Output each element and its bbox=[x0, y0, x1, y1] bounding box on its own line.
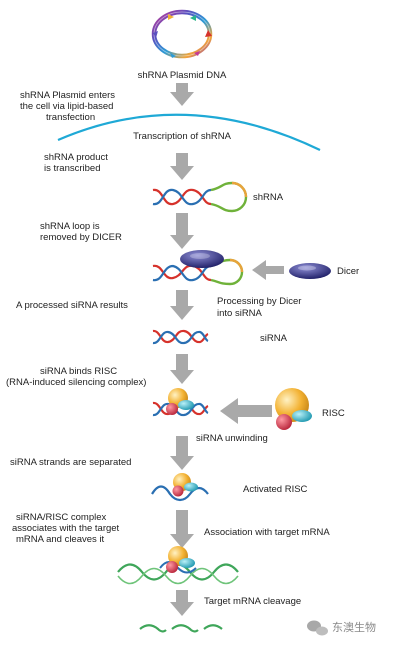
wechat-icon bbox=[307, 620, 328, 636]
plasmid-dna-icon bbox=[151, 9, 213, 59]
processing-label-2: into siRNA bbox=[217, 308, 263, 319]
flow-arrow bbox=[170, 213, 194, 249]
cell-membrane bbox=[57, 113, 321, 151]
dicer-processing-icon bbox=[152, 250, 244, 286]
note-strands-separated: siRNA strands are separated bbox=[10, 457, 131, 468]
watermark: 东澳生物 bbox=[307, 620, 376, 636]
flow-arrow bbox=[170, 83, 194, 106]
flow-arrow bbox=[170, 153, 194, 180]
risc-icon bbox=[275, 388, 312, 430]
cleaved-mrna-icon bbox=[139, 624, 223, 633]
left-notes: shRNA Plasmid enters the cell via lipid-… bbox=[6, 90, 146, 545]
note-transcription: shRNA product is transcribed bbox=[44, 152, 111, 174]
processing-label-1: Processing by Dicer bbox=[217, 296, 301, 307]
cleavage-label: Target mRNA cleavage bbox=[204, 596, 301, 607]
dicer-label: Dicer bbox=[337, 266, 359, 277]
dicer-enzyme-icon bbox=[289, 263, 331, 279]
note-plasmid-entry: shRNA Plasmid enters the cell via lipid-… bbox=[20, 90, 118, 123]
risc-arrow bbox=[220, 398, 272, 424]
side-arrows bbox=[220, 260, 284, 424]
note-binds-risc: siRNA binds RISC (RNA-induced silencing … bbox=[6, 366, 146, 388]
risc-label: RISC bbox=[322, 408, 345, 419]
shrna-hairpin-icon bbox=[152, 181, 248, 213]
target-mrna-icon bbox=[117, 546, 239, 585]
unwinding-label: siRNA unwinding bbox=[196, 433, 268, 444]
activated-risc-label: Activated RISC bbox=[243, 484, 308, 495]
flow-arrow bbox=[170, 510, 194, 548]
flow-arrow bbox=[170, 290, 194, 320]
note-loop-removed: shRNA loop is removed by DICER bbox=[40, 221, 122, 243]
shrna-label: shRNA bbox=[253, 192, 284, 203]
sirna-risc-complex-icon bbox=[152, 388, 209, 417]
activated-risc-icon bbox=[151, 473, 209, 502]
sirna-duplex-icon bbox=[152, 329, 209, 345]
note-processed-sirna: A processed siRNA results bbox=[16, 300, 128, 311]
flow-arrow bbox=[170, 590, 194, 616]
flow-arrow bbox=[170, 436, 194, 470]
watermark-text: 东澳生物 bbox=[332, 620, 376, 634]
sirna-label: siRNA bbox=[260, 333, 288, 344]
dicer-arrow bbox=[252, 260, 284, 280]
association-label: Association with target mRNA bbox=[204, 527, 330, 538]
note-cleaves-mrna: siRNA/RISC complex associates with the t… bbox=[12, 512, 122, 545]
flow-arrows bbox=[170, 83, 194, 616]
transcription-label: Transcription of shRNA bbox=[133, 131, 232, 142]
plasmid-title: shRNA Plasmid DNA bbox=[138, 70, 227, 81]
flow-arrow bbox=[170, 354, 194, 384]
